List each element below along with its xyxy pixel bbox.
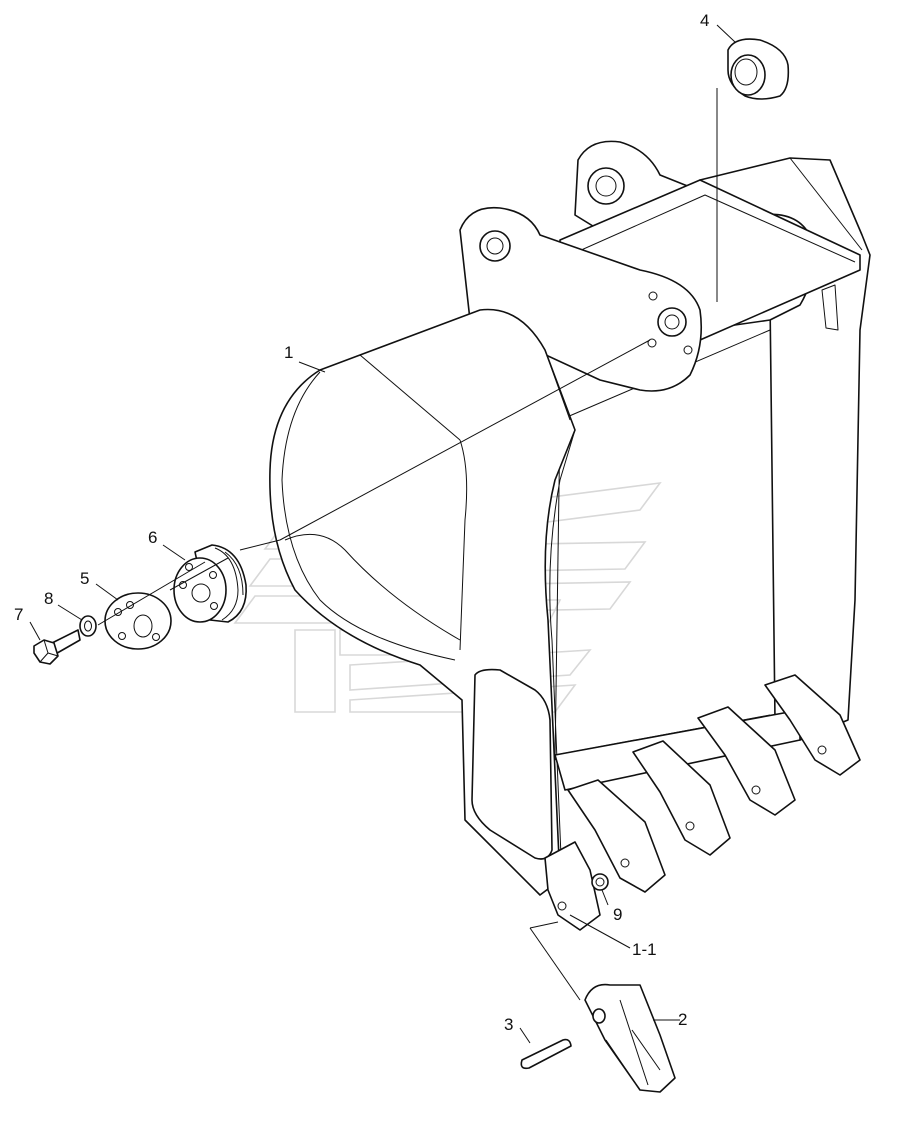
washer	[79, 615, 97, 637]
bucket-teeth-row	[544, 674, 861, 931]
callout-2: 2	[678, 1010, 687, 1029]
callout-9: 9	[613, 905, 622, 924]
callout-1: 1	[284, 343, 293, 362]
disk	[104, 592, 172, 650]
retainer	[591, 873, 609, 891]
leader-lines	[29, 24, 736, 1044]
callout-5: 5	[80, 569, 89, 588]
callout-3: 3	[504, 1015, 513, 1034]
callout-7: 7	[14, 605, 23, 624]
callout-4: 4	[700, 11, 709, 30]
callouts: 1 2 3 4 5 6 7 8 9 1-1	[14, 11, 709, 1034]
shim-spacer	[173, 544, 247, 623]
tooth-4	[632, 740, 731, 856]
callout-6: 6	[148, 528, 157, 547]
tooth-adapter-1-1	[544, 841, 601, 931]
callout-8: 8	[44, 589, 53, 608]
callout-1-1: 1-1	[632, 940, 657, 959]
bushing	[727, 38, 790, 100]
bolt	[33, 629, 81, 665]
bucket-right-side-plate	[699, 157, 871, 741]
tooth-3	[567, 779, 666, 893]
tooth-5	[697, 706, 796, 816]
bucket	[269, 140, 871, 896]
pin	[520, 1038, 572, 1070]
bucket-side-cutter	[471, 668, 553, 860]
tooth-exploded	[584, 983, 676, 1093]
tooth-6	[764, 674, 861, 776]
